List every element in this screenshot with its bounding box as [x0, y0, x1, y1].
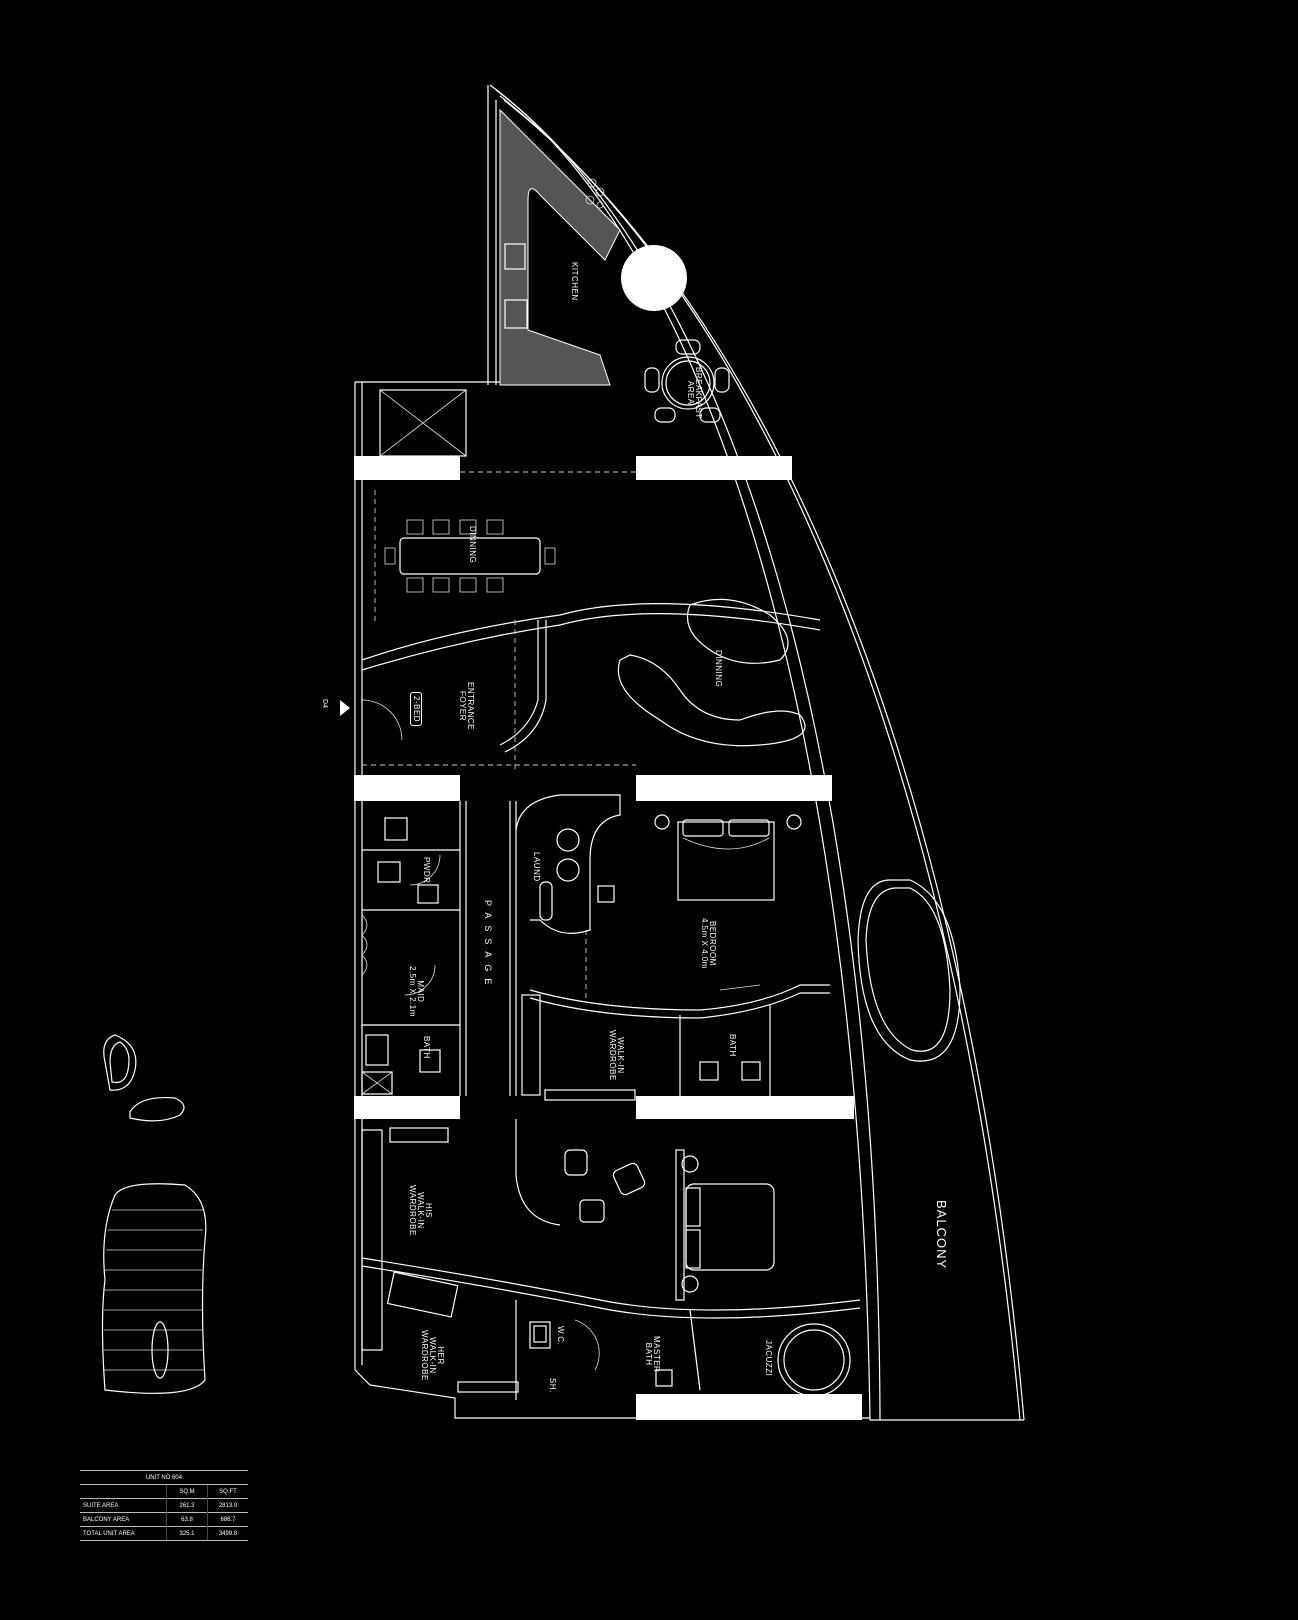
wc-label: W.C. [556, 1326, 565, 1346]
wardrobe-label-line1: WALK-IN [616, 1037, 625, 1074]
door-tag: D4 [320, 699, 328, 708]
his-wardrobe-label: HIS WALK-IN WARDROBE [408, 1185, 433, 1236]
his-label-line2: WALK-IN [416, 1192, 425, 1229]
master-bath-line1: MASTER [652, 1336, 661, 1373]
her-label-line3: WARDROBE [420, 1330, 429, 1381]
foyer-label-line1: ENTRANCE [466, 682, 475, 731]
walk-in-wardrobe-label: WALK-IN WARDROBE [608, 1030, 625, 1081]
row-label: TOTAL UNIT AREA [80, 1526, 167, 1541]
shower-label: SH. [548, 1378, 557, 1393]
wall-block [354, 775, 460, 801]
kitchen-label: KITCHEN [570, 262, 579, 301]
bedroom-bath-label: BATH [728, 1034, 737, 1057]
breakfast-label-line1: BREAKFAST [694, 367, 703, 419]
bedroom-label: BEDROOM 4.5m X 4.0m [700, 918, 717, 969]
facade-curves [489, 84, 1025, 1421]
passage-label: PASSAGE [483, 900, 493, 992]
maid-bath-label: BATH [422, 1036, 431, 1059]
header-sqft: SQ.FT [207, 1484, 248, 1499]
jacuzzi-label: JACUZZI [764, 1340, 773, 1377]
row-sqft: 3499.8 [207, 1526, 248, 1541]
row-label: BALCONY AREA [80, 1512, 167, 1527]
his-label-line1: HIS [424, 1202, 433, 1218]
maid-label: MAID 2.5m X 2.1m [408, 966, 425, 1017]
wall-block [636, 775, 832, 801]
dining-lounge-label: DINNING [714, 650, 723, 688]
table-row: TOTAL UNIT AREA 325.1 3499.8 [80, 1526, 248, 1541]
balcony-ellipse [857, 879, 961, 1062]
row-sqm: 261.3 [166, 1498, 208, 1513]
bedroom-label-line2: 4.5m X 4.0m [700, 918, 709, 969]
his-label-line3: WARDROBE [408, 1185, 417, 1236]
her-label-line1: HER [436, 1346, 445, 1365]
structural-walls [354, 456, 862, 1420]
bedroom-suite [515, 794, 830, 1096]
maid-label-line2: 2.5m X 2.1m [408, 966, 417, 1017]
breakfast-table [644, 339, 730, 423]
key-plan [101, 1034, 207, 1394]
round-column [621, 245, 687, 311]
bedroom-label-line1: BEDROOM [708, 921, 717, 966]
wall-block [636, 1394, 862, 1420]
entrance-door [340, 699, 403, 741]
wardrobe-racks [361, 994, 636, 1393]
table-row: BALCONY AREA 63.8 686.7 [80, 1512, 248, 1527]
wall-block [636, 1096, 854, 1119]
master-bath [515, 1300, 851, 1400]
foyer-label-line2: FOYER [458, 690, 467, 722]
powder-label: PWDR [422, 857, 431, 884]
row-sqft: 686.7 [207, 1512, 248, 1527]
key-plan-stripes [104, 1209, 204, 1371]
header-sqm: SQ.M [166, 1484, 208, 1499]
breakfast-area-label: BREAKFAST AREA [686, 367, 703, 419]
row-sqm: 63.8 [166, 1512, 208, 1527]
passage-walls [459, 801, 517, 1096]
foyer-tag: 2-BED [410, 692, 422, 727]
balcony-label: BALCONY [934, 1200, 949, 1270]
entrance-foyer-label: ENTRANCE FOYER [458, 682, 475, 731]
shaft [379, 389, 467, 457]
maid-label-line1: MAID [416, 980, 425, 1003]
laundry-label: LAUND [532, 852, 541, 882]
wall-block [354, 1096, 460, 1119]
table-row: SUITE AREA 261.3 2813.0 [80, 1498, 248, 1513]
her-label-line2: WALK-IN [428, 1337, 437, 1374]
master-bath-line2: BATH [644, 1342, 653, 1366]
kitchen-counter [499, 108, 687, 386]
service-rooms [361, 817, 460, 1095]
master-bedroom [361, 1119, 861, 1319]
area-table-header-row: SQ.M SQ.FT [80, 1484, 248, 1499]
breakfast-label-line2: AREA [686, 380, 695, 405]
row-sqm: 325.1 [166, 1526, 208, 1541]
dining-table-label: DINNING [468, 526, 477, 564]
header-blank [80, 1484, 167, 1499]
wardrobe-label-line2: WARDROBE [608, 1030, 617, 1081]
exterior-walls [354, 85, 870, 1419]
wall-block [636, 456, 792, 480]
row-label: SUITE AREA [80, 1498, 167, 1513]
row-sqft: 2813.0 [207, 1498, 248, 1513]
lounge [361, 598, 821, 770]
her-wardrobe-label: HER WALK-IN WARDROBE [420, 1330, 445, 1381]
area-table: UNIT NO 604 SQ.M SQ.FT SUITE AREA 261.3 … [80, 1470, 248, 1541]
wall-block [354, 456, 460, 480]
master-bath-label: MASTER BATH [644, 1336, 661, 1373]
area-table-title: UNIT NO 604 [80, 1470, 248, 1485]
area-table-title-row: UNIT NO 604 [80, 1470, 248, 1485]
dining-table [374, 471, 636, 625]
